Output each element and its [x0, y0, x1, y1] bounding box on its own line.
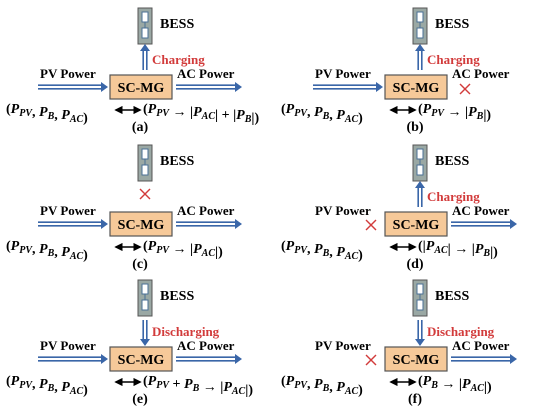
panel-label: (c)	[132, 257, 148, 272]
power-flow-relation: (PB → |PAC|)	[418, 374, 492, 395]
bess-label: BESS	[160, 17, 194, 32]
power-flow-relation: (PPV → |PAC|)	[143, 239, 223, 260]
bess-discharge-arrow	[415, 320, 425, 346]
pv-disconnected-cross	[365, 219, 377, 231]
pv-input-arrow	[38, 354, 108, 364]
ac-power-label: AC Power	[177, 66, 235, 81]
pv-power-label: PV Power	[315, 203, 371, 218]
pv-power-label: PV Power	[40, 338, 96, 353]
pv-power-label: PV Power	[40, 203, 96, 218]
bess-battery-icon	[137, 144, 153, 182]
bess-label: BESS	[160, 289, 194, 304]
pv-input-arrow	[38, 82, 108, 92]
scmg-box	[384, 211, 448, 237]
bess-label: BESS	[435, 289, 469, 304]
mode-status-label: Charging	[427, 52, 480, 67]
scmg-box	[384, 74, 448, 100]
pv-disconnected-cross	[365, 354, 377, 366]
scmg-label: SC-MG	[118, 81, 165, 96]
panel-label: (a)	[132, 120, 149, 135]
mode-status-label: Charging	[427, 189, 480, 204]
ac-output-arrow	[451, 219, 517, 229]
bess-discharge-arrow	[140, 320, 150, 346]
ac-power-label: AC Power	[452, 203, 510, 218]
panel-label: (d)	[406, 257, 423, 272]
scmg-label: SC-MG	[393, 353, 440, 368]
state-vector: (PPV, PB, PAC)	[281, 239, 363, 263]
panel-label: (e)	[132, 392, 148, 407]
scmg-label: SC-MG	[393, 218, 440, 233]
mode-status-label: Discharging	[152, 324, 220, 339]
state-vector: (PPV, PB, PAC)	[6, 102, 88, 126]
state-vector: (PPV, PB, PAC)	[6, 239, 88, 263]
bess-battery-icon	[137, 279, 153, 317]
pv-power-label: PV Power	[315, 66, 371, 81]
pv-input-arrow	[313, 82, 383, 92]
scmg-label: SC-MG	[118, 218, 165, 233]
panel-c: BESS SC-MG PV Power AC Power (PPV, PB, PAC) (…	[6, 144, 242, 272]
pv-input-arrow	[38, 219, 108, 229]
bess-disconnected-cross	[139, 188, 151, 200]
power-flow-relation: (PPV → |PAC| + |PB|)	[143, 102, 259, 126]
scmg-label: SC-MG	[118, 353, 165, 368]
bess-battery-icon	[137, 7, 153, 45]
ac-power-label: AC Power	[177, 203, 235, 218]
ac-output-arrow	[176, 219, 242, 229]
bess-label: BESS	[160, 154, 194, 169]
scmg-box	[384, 346, 448, 372]
bess-charge-arrow	[415, 44, 425, 70]
ac-power-label: AC Power	[452, 66, 510, 81]
panel-label: (f)	[408, 392, 422, 407]
pv-power-label: PV Power	[40, 66, 96, 81]
scmg-box	[109, 346, 173, 372]
ac-output-arrow	[451, 354, 517, 364]
state-vector: (PPV, PB, PAC)	[281, 102, 363, 126]
ac-power-label: AC Power	[452, 338, 510, 353]
state-vector: (PPV, PB, PAC)	[6, 374, 88, 398]
power-flow-relation: (PPV → |PB|)	[418, 102, 491, 123]
bess-charge-arrow	[415, 181, 425, 207]
bess-battery-icon	[412, 279, 428, 317]
ac-output-arrow	[176, 354, 242, 364]
ac-output-arrow	[176, 82, 242, 92]
bess-label: BESS	[435, 154, 469, 169]
bess-charge-arrow	[140, 44, 150, 70]
mode-status-label: Charging	[152, 52, 205, 67]
power-flow-relation: (PPV + PB → |PAC|)	[143, 374, 253, 398]
power-flow-relation: (|PAC| → |PB|)	[418, 239, 498, 260]
mode-status-label: Discharging	[427, 324, 495, 339]
bess-label: BESS	[435, 17, 469, 32]
state-vector: (PPV, PB, PAC)	[281, 374, 363, 398]
bess-battery-icon	[412, 7, 428, 45]
panel-label: (b)	[406, 120, 423, 135]
ac-power-label: AC Power	[177, 338, 235, 353]
scmg-box	[109, 211, 173, 237]
bess-battery-icon	[412, 144, 428, 182]
scmg-label: SC-MG	[393, 81, 440, 96]
pv-power-label: PV Power	[315, 338, 371, 353]
ac-disconnected-cross	[459, 83, 471, 95]
scmg-box	[109, 74, 173, 100]
